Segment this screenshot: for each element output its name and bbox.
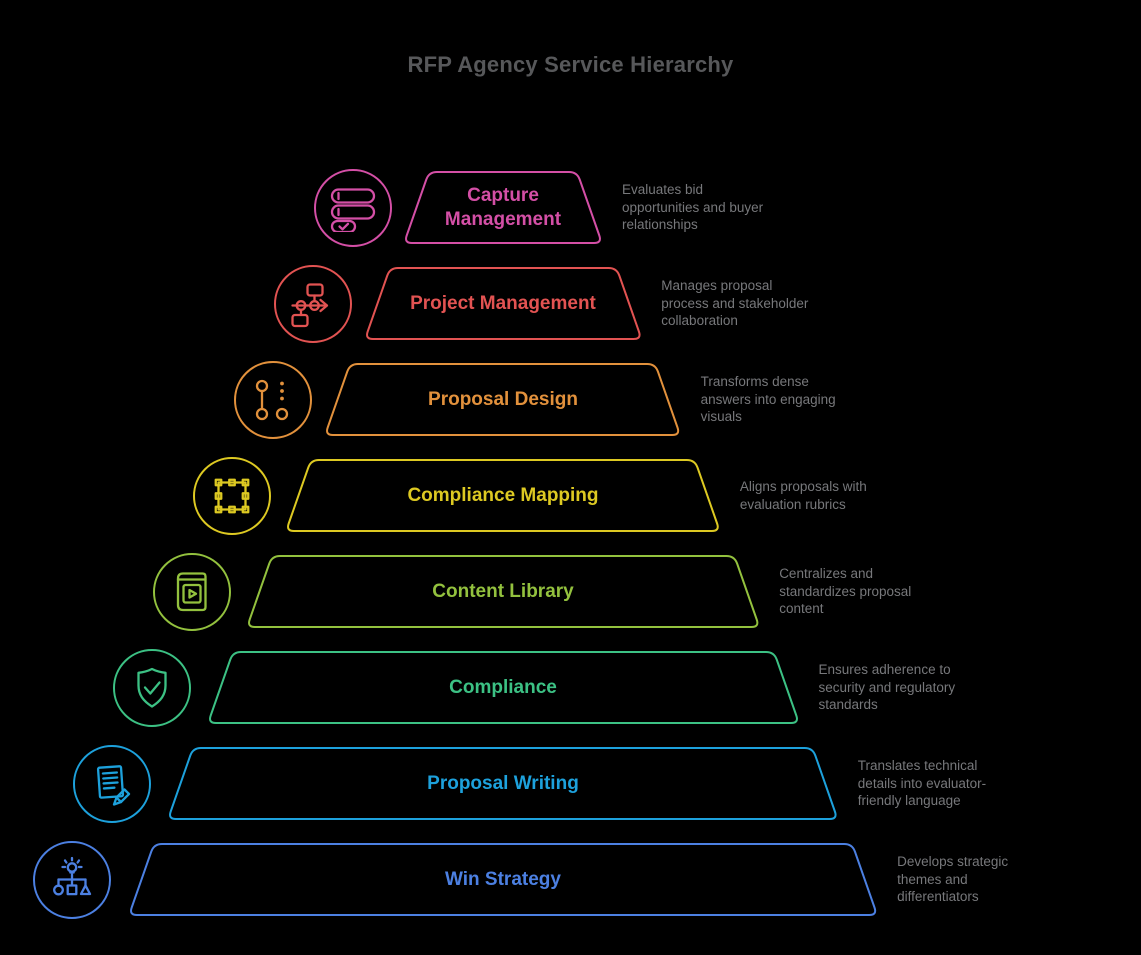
- level-shape: [405, 171, 601, 244]
- level-shape: [365, 267, 641, 340]
- level-shape: [326, 363, 680, 436]
- level-description: Ensures adherence to security and regula…: [818, 661, 956, 713]
- level-description: Manages proposal process and stakeholder…: [661, 277, 809, 329]
- level-label: Content Library: [432, 580, 574, 602]
- level-shape: [208, 651, 798, 724]
- level-description: Transforms dense answers into engaging v…: [700, 373, 836, 425]
- level-label: Win Strategy: [445, 868, 561, 890]
- level-description: Translates technical details into evalua…: [857, 757, 987, 809]
- level-label: Compliance Mapping: [407, 484, 599, 506]
- level-label: Proposal Writing: [427, 772, 579, 794]
- level-label: Capture Management: [444, 184, 562, 230]
- level-description: Centralizes and standardizes proposal co…: [779, 565, 912, 617]
- level-description: Aligns proposals with evaluation rubrics: [739, 478, 867, 512]
- level-label: Project Management: [410, 292, 596, 314]
- flowchart-icon: [273, 264, 352, 343]
- chip-icon: [193, 456, 272, 535]
- level-shape: [169, 747, 837, 820]
- task-list-check-icon: [314, 168, 392, 247]
- level-shape: [129, 843, 877, 916]
- level-shape: [247, 555, 759, 628]
- shield-check-icon: [113, 648, 191, 727]
- level-description: Evaluates bid opportunities and buyer re…: [622, 181, 764, 233]
- idea-hierarchy-icon: [32, 840, 111, 919]
- video-library-icon: [153, 552, 232, 631]
- diagram-title: RFP Agency Service Hierarchy: [407, 52, 734, 77]
- level-description: Develops strategic themes and differenti…: [897, 853, 1009, 905]
- git-commits-icon: [233, 360, 312, 439]
- level-shape: [287, 459, 719, 532]
- level-label: Proposal Design: [428, 388, 578, 410]
- level-label: Compliance: [449, 676, 557, 698]
- document-pencil-icon: [72, 744, 151, 823]
